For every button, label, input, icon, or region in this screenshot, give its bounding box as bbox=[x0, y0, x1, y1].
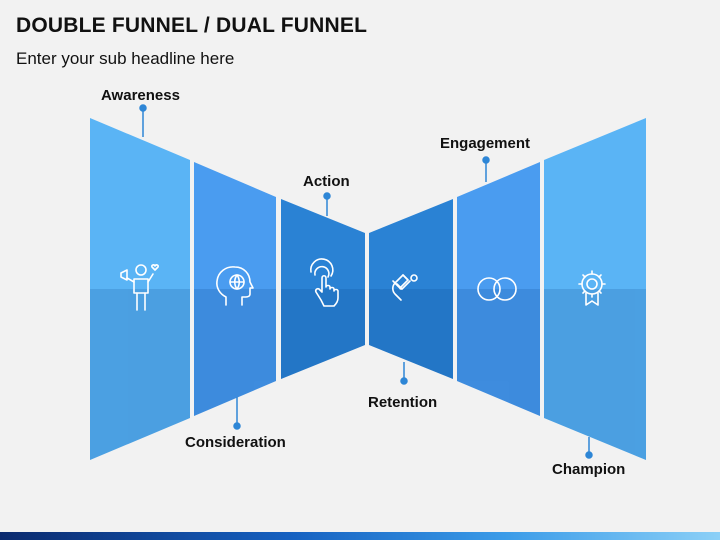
rings-icon bbox=[477, 277, 517, 301]
panel-engagement bbox=[457, 162, 540, 416]
panel-champion bbox=[544, 118, 646, 460]
panel-action bbox=[281, 199, 365, 379]
panel-shading bbox=[90, 289, 646, 460]
page-title: DOUBLE FUNNEL / DUAL FUNNEL bbox=[16, 14, 368, 37]
head-globe-icon bbox=[216, 266, 254, 306]
award-badge-icon bbox=[578, 270, 606, 306]
label-action: Action bbox=[303, 173, 350, 190]
panel-awareness bbox=[90, 118, 190, 460]
footer-gradient-bar bbox=[0, 532, 720, 540]
label-retention: Retention bbox=[368, 394, 438, 411]
connectors bbox=[139, 104, 593, 459]
label-awareness: Awareness bbox=[101, 87, 180, 104]
megaphone-person-icon bbox=[120, 264, 159, 311]
label-engagement: Engagement bbox=[440, 135, 531, 152]
magnet-icon bbox=[392, 274, 418, 301]
label-consideration: Consideration bbox=[185, 434, 286, 451]
hand-click-icon bbox=[310, 258, 339, 307]
label-champion: Champion bbox=[552, 461, 626, 478]
page-subtitle: Enter your sub headline here bbox=[16, 49, 235, 68]
panel-retention bbox=[369, 199, 453, 379]
